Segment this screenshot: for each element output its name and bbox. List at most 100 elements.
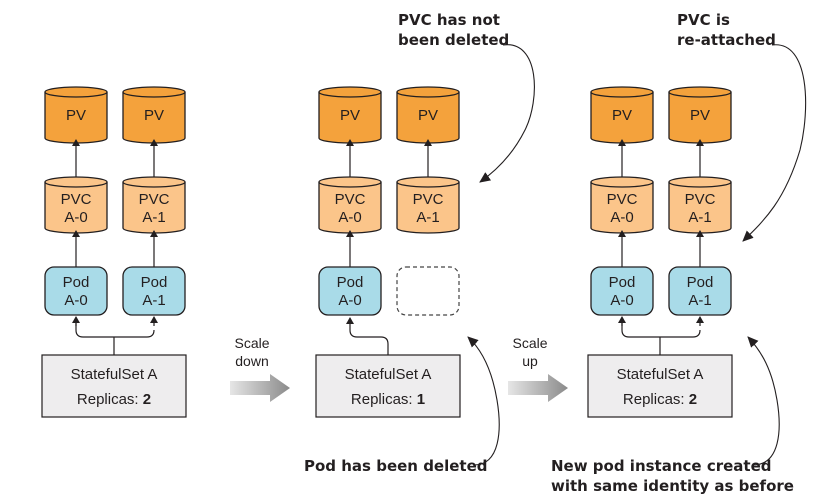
pod-label-line1: Pod — [609, 274, 636, 291]
pv-cylinder: PV — [668, 86, 732, 144]
cylinder-top — [590, 176, 654, 188]
statefulset-replicas: Replicas: 2 — [77, 391, 151, 408]
pv-label: PV — [612, 107, 632, 124]
cylinder-top — [44, 86, 108, 98]
pod-label-line2: A-1 — [142, 292, 165, 309]
transition-label-line2: down — [235, 353, 268, 369]
pvc-label-line2: A-0 — [338, 209, 361, 226]
annotation-arrow-pvc-not-deleted — [479, 44, 535, 183]
pvc-label-line1: PVC — [335, 191, 366, 208]
pod-label-line1: Pod — [63, 274, 90, 291]
pv-label: PV — [66, 107, 86, 124]
statefulset-name: StatefulSet A — [345, 366, 432, 383]
pvc-label-line2: A-1 — [142, 209, 165, 226]
replicas-label: Replicas: — [77, 391, 143, 408]
annotation-arrow-new-pod — [747, 336, 780, 466]
cylinder-top — [668, 176, 732, 188]
pvc-label-line2: A-0 — [610, 209, 633, 226]
replicas-label: Replicas: — [623, 391, 689, 408]
transition-arrow-icon — [230, 374, 290, 402]
cylinder-top — [668, 86, 732, 98]
statefulset-name: StatefulSet A — [617, 366, 704, 383]
annotation-line: re-attached — [677, 31, 776, 49]
pvc-label-line2: A-1 — [416, 209, 439, 226]
pvc-label-line2: A-1 — [688, 209, 711, 226]
pod-label-line1: Pod — [141, 274, 168, 291]
pv-label: PV — [418, 107, 438, 124]
cylinder-top — [318, 86, 382, 98]
annotation-line: New pod instance created — [551, 457, 771, 475]
statefulset-name: StatefulSet A — [71, 366, 158, 383]
cylinder-top — [122, 86, 186, 98]
pod-label-line2: A-0 — [64, 292, 87, 309]
pod-label-line2: A-1 — [688, 292, 711, 309]
pv-cylinder: PV — [44, 86, 108, 144]
pv-cylinder: PV — [396, 86, 460, 144]
statefulset-replicas: Replicas: 1 — [351, 391, 425, 408]
replicas-value: 2 — [143, 391, 151, 408]
statefulset-rect — [315, 354, 461, 418]
annotation-arrow-pod-deleted — [467, 336, 500, 466]
deleted-pod-placeholder — [396, 266, 460, 316]
statefulset-box: StatefulSet A Replicas: 2 — [587, 354, 733, 418]
statefulset-replicas: Replicas: 2 — [623, 391, 697, 408]
pod-label-line1: Pod — [337, 274, 364, 291]
transition-label-line2: up — [522, 353, 538, 369]
pvc-label-line1: PVC — [139, 191, 170, 208]
cylinder-top — [396, 86, 460, 98]
annotation-line: PVC is — [677, 11, 730, 29]
pod-label-line2: A-0 — [610, 292, 633, 309]
pod-label-line2: A-0 — [338, 292, 361, 309]
cylinder-top — [318, 176, 382, 188]
pvc-label-line1: PVC — [685, 191, 716, 208]
pv-label: PV — [690, 107, 710, 124]
cylinder-body — [396, 182, 460, 234]
pod-label-line1: Pod — [687, 274, 714, 291]
cylinder-top — [44, 176, 108, 188]
scale-down-transition: Scale down — [230, 335, 290, 402]
annotation-pvc-not-deleted: PVC has not been deleted — [398, 11, 509, 49]
replicas-value: 2 — [689, 391, 697, 408]
cylinder-top — [122, 176, 186, 188]
statefulset-box: StatefulSet A Replicas: 1 — [315, 354, 461, 418]
cylinder-top — [590, 86, 654, 98]
pvc-label-line1: PVC — [607, 191, 638, 208]
annotation-line: with same identity as before — [551, 477, 794, 495]
pv-cylinder: PV — [318, 86, 382, 144]
pvc-label-line1: PVC — [413, 191, 444, 208]
cylinder-top — [396, 176, 460, 188]
statefulset-box: StatefulSet A Replicas: 2 — [41, 354, 187, 418]
pv-label: PV — [340, 107, 360, 124]
annotation-pod-deleted: Pod has been deleted — [304, 457, 488, 475]
replicas-value: 1 — [417, 391, 425, 408]
statefulset-connector — [75, 318, 155, 355]
annotation-line: PVC has not — [398, 11, 500, 29]
pvc-label-line2: A-0 — [64, 209, 87, 226]
transition-arrow-icon — [508, 374, 568, 402]
annotation-new-pod: New pod instance created with same identi… — [551, 457, 794, 495]
annotation-pvc-reattached: PVC is re-attached — [677, 11, 776, 49]
pv-label: PV — [144, 107, 164, 124]
statefulset-to-pod-arrow — [346, 317, 389, 355]
annotation-arrow-pvc-reattached — [742, 44, 807, 242]
annotation-line: been deleted — [398, 31, 509, 49]
pv-cylinder: PV — [122, 86, 186, 144]
transition-label-line1: Scale — [234, 335, 269, 351]
annotation-line: Pod has been deleted — [304, 457, 488, 475]
